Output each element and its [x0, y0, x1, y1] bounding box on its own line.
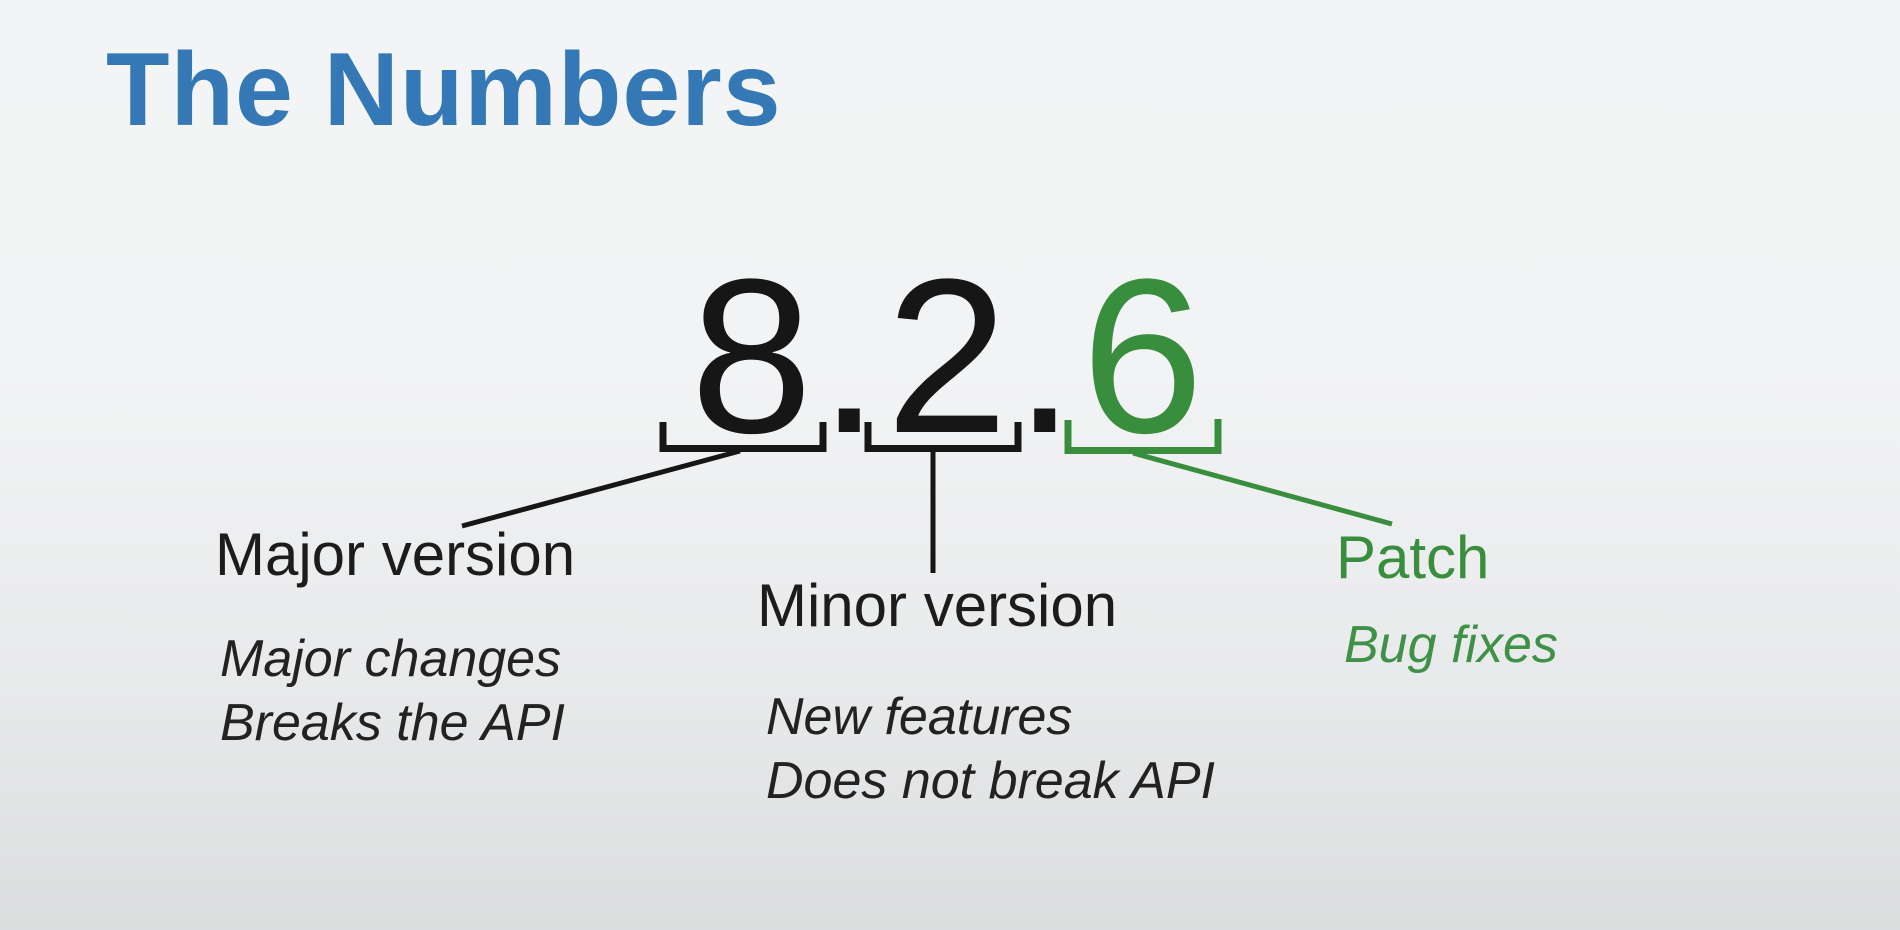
patch-version-digit: 6 — [1081, 233, 1210, 479]
version-number: 8.2.6 — [610, 246, 1290, 466]
minor-desc-line-2: Does not break API — [766, 752, 1215, 810]
page-title: The Numbers — [106, 32, 782, 148]
minor-version-digit: 2 — [885, 233, 1015, 479]
version-separator: . — [1014, 233, 1082, 479]
patch-desc-line-1: Bug fixes — [1344, 616, 1558, 674]
major-version-label: Major version — [215, 521, 576, 588]
minor-version-description: New features Does not break API — [766, 685, 1215, 813]
version-separator: . — [818, 233, 886, 479]
patch-description: Bug fixes — [1344, 615, 1558, 675]
minor-version-label: Minor version — [757, 572, 1118, 639]
major-version-description: Major changes Breaks the API — [220, 627, 565, 755]
patch-label: Patch — [1336, 524, 1490, 591]
major-desc-line-2: Breaks the API — [220, 694, 565, 752]
minor-desc-line-1: New features — [766, 688, 1073, 746]
major-desc-line-1: Major changes — [220, 630, 562, 688]
major-version-digit: 8 — [690, 233, 819, 479]
